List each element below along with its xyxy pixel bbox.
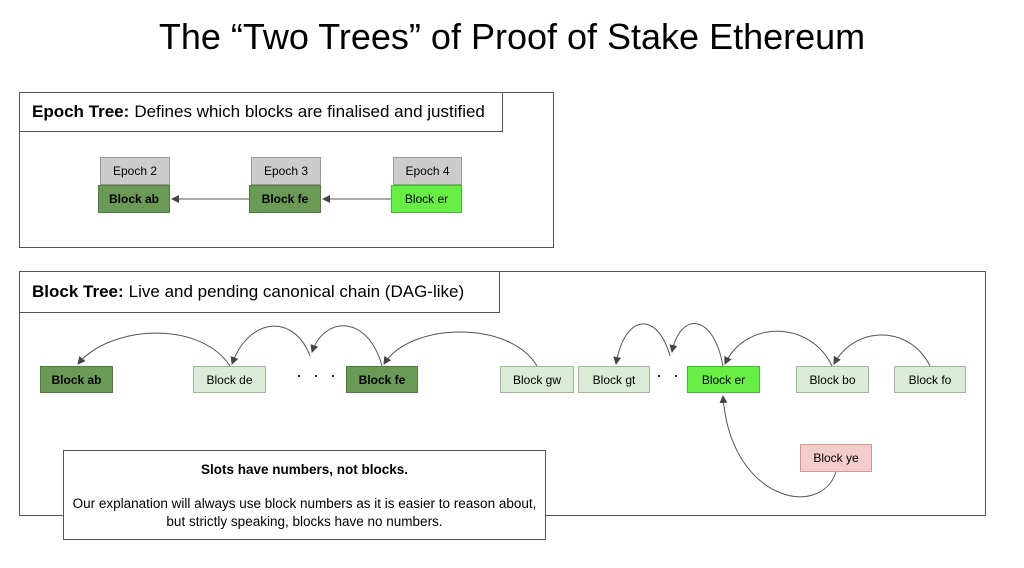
block-ab[interactable]: Block ab [40, 366, 113, 393]
block-tree-header-bold: Block Tree: [32, 282, 124, 301]
block-fe[interactable]: Block fe [346, 366, 418, 393]
block-gt[interactable]: Block gt [578, 366, 650, 393]
epoch-block-ab[interactable]: Block ab [98, 185, 170, 213]
block-tree-header-text: Live and pending canonical chain (DAG-li… [128, 282, 465, 301]
epoch-tree-header-text: Defines which blocks are finalised and j… [134, 102, 485, 121]
block-er[interactable]: Block er [687, 366, 760, 393]
note-box: Slots have numbers, not blocks. Our expl… [63, 450, 546, 540]
note-body: Our explanation will always use block nu… [72, 496, 537, 529]
epoch-block-fe[interactable]: Block fe [249, 185, 321, 213]
block-de[interactable]: Block de [193, 366, 266, 393]
epoch-label-2: Epoch 2 [100, 157, 170, 185]
block-ye[interactable]: Block ye [800, 444, 872, 472]
epoch-block-er[interactable]: Block er [391, 185, 462, 213]
block-fo[interactable]: Block fo [894, 366, 966, 393]
block-bo[interactable]: Block bo [796, 366, 869, 393]
page-title: The “Two Trees” of Proof of Stake Ethere… [158, 16, 866, 57]
note-title: Slots have numbers, not blocks. [200, 462, 409, 477]
epoch-label-3: Epoch 3 [251, 157, 321, 185]
epoch-tree-header: Epoch Tree: Defines which blocks are fin… [19, 92, 503, 132]
ellipsis-2: · · · [656, 365, 699, 385]
epoch-label-4: Epoch 4 [393, 157, 462, 185]
block-tree-header: Block Tree: Live and pending canonical c… [19, 271, 500, 313]
block-gw[interactable]: Block gw [500, 366, 574, 393]
epoch-tree-header-bold: Epoch Tree: [32, 102, 130, 121]
ellipsis-1: · · · [296, 365, 339, 385]
